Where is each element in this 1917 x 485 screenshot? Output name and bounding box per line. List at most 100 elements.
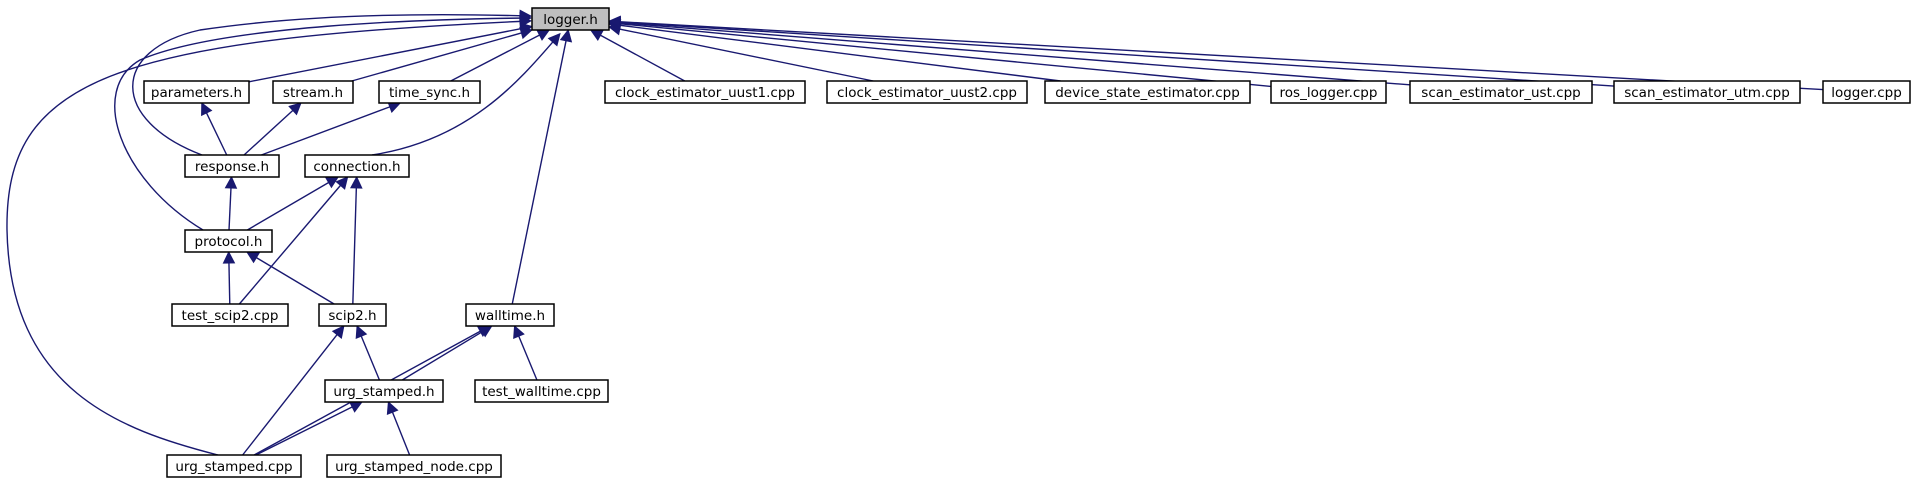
edge-line xyxy=(246,181,330,231)
edge-urg_stamped_h-to-walltime_h xyxy=(401,325,493,381)
arrowhead-icon xyxy=(245,251,261,264)
edge-scan_estimator_utm_cpp-to-logger_h xyxy=(607,15,1615,87)
edge-response_h-to-parameters_h xyxy=(201,101,228,156)
arrowhead-icon xyxy=(607,15,621,29)
edge-line xyxy=(511,39,567,305)
node-label: parameters.h xyxy=(151,85,242,101)
node-box xyxy=(184,154,280,178)
arrowhead-icon xyxy=(224,175,238,189)
node-scan-estimator-utm-cpp[interactable]: scan_estimator_utm.cpp xyxy=(1613,80,1801,104)
edge-response_h-to-time_sync_h xyxy=(261,101,402,156)
edge-line xyxy=(255,256,335,305)
edge-line xyxy=(228,186,232,231)
edge-line xyxy=(618,21,1615,87)
node-test-walltime-cpp[interactable]: test_walltime.cpp xyxy=(474,379,609,403)
node-label: urg_stamped_node.cpp xyxy=(335,459,493,475)
node-box xyxy=(184,229,273,253)
edge-line xyxy=(360,334,381,381)
node-box xyxy=(1044,80,1251,104)
edge-line xyxy=(351,31,523,82)
node-label: scip2.h xyxy=(328,308,376,324)
arrowhead-icon xyxy=(288,102,302,116)
node-box xyxy=(326,454,502,478)
edge-logger_cpp-to-logger_h xyxy=(607,15,1824,91)
node-test-scip2-cpp[interactable]: test_scip2.cpp xyxy=(171,303,289,327)
node-label: clock_estimator_uust2.cpp xyxy=(837,85,1017,101)
node-label: scan_estimator_utm.cpp xyxy=(1624,85,1790,101)
node-connection-h[interactable]: connection.h xyxy=(304,154,410,178)
node-stream-h[interactable]: stream.h xyxy=(272,80,354,104)
node-box xyxy=(166,454,302,478)
arrowhead-icon xyxy=(222,250,236,264)
edge-connection_h-to-logger_h xyxy=(371,32,561,156)
node-logger-cpp[interactable]: logger.cpp xyxy=(1822,80,1911,104)
node-box xyxy=(826,80,1028,104)
node-box xyxy=(143,80,250,104)
edge-protocol_h-to-response_h xyxy=(224,175,238,231)
edge-line xyxy=(618,22,1411,86)
node-label: connection.h xyxy=(313,159,400,175)
arrowhead-icon xyxy=(519,26,534,40)
edge-parameters_h-to-logger_h xyxy=(248,22,534,83)
node-device-state-estimator-cpp[interactable]: device_state_estimator.cpp xyxy=(1044,80,1251,104)
arrowhead-icon xyxy=(519,15,533,28)
node-box xyxy=(378,80,481,104)
node-parameters-h[interactable]: parameters.h xyxy=(143,80,250,104)
edge-test_scip2_cpp-to-connection_h xyxy=(238,176,349,305)
node-response-h[interactable]: response.h xyxy=(184,154,280,178)
edge-urg_stamped_cpp-to-logger_h xyxy=(6,15,533,456)
arrowhead-icon xyxy=(335,176,349,190)
node-protocol-h[interactable]: protocol.h xyxy=(184,229,273,253)
edge-line xyxy=(261,105,392,156)
node-scan-estimator-ust-cpp[interactable]: scan_estimator_ust.cpp xyxy=(1409,80,1593,104)
edge-line xyxy=(242,333,339,456)
edge-line xyxy=(517,334,538,381)
edge-clock_estimator_uust1_cpp-to-logger_h xyxy=(589,29,686,82)
node-label: urg_stamped.cpp xyxy=(175,459,292,475)
edge-line xyxy=(618,22,1272,88)
edge-line xyxy=(243,109,295,156)
edge-scip2_h-to-protocol_h xyxy=(245,251,335,305)
edge-time_sync_h-to-logger_h xyxy=(450,29,551,82)
node-walltime-h[interactable]: walltime.h xyxy=(465,303,555,327)
edge-line xyxy=(618,28,874,82)
arrowhead-icon xyxy=(513,324,525,340)
edge-line xyxy=(6,20,529,456)
node-box xyxy=(1270,80,1387,104)
edge-line xyxy=(248,27,523,83)
node-label: response.h xyxy=(195,159,269,175)
node-box xyxy=(465,303,555,327)
edge-protocol_h-to-logger_h xyxy=(114,11,533,231)
node-box xyxy=(1613,80,1801,104)
edge-line xyxy=(391,411,411,456)
node-urg-stamped-cpp[interactable]: urg_stamped.cpp xyxy=(166,454,302,478)
node-clock-estimator-uust1-cpp[interactable]: clock_estimator_uust1.cpp xyxy=(604,80,806,104)
node-label: test_scip2.cpp xyxy=(182,308,279,324)
edge-urg_stamped_cpp-to-urg_stamped_h xyxy=(255,401,364,456)
node-clock-estimator-uust2-cpp[interactable]: clock_estimator_uust2.cpp xyxy=(826,80,1028,104)
node-urg-stamped-node-cpp[interactable]: urg_stamped_node.cpp xyxy=(326,454,502,478)
node-logger-h[interactable]: logger.h xyxy=(531,7,610,31)
node-label: scan_estimator_ust.cpp xyxy=(1421,85,1580,101)
edge-line xyxy=(205,111,228,156)
node-ros-logger-cpp[interactable]: ros_logger.cpp xyxy=(1270,80,1387,104)
node-label: logger.h xyxy=(543,12,598,28)
node-box xyxy=(272,80,354,104)
edge-urg_stamped_node_cpp-to-urg_stamped_h xyxy=(386,400,411,456)
node-scip2-h[interactable]: scip2.h xyxy=(318,303,387,327)
node-urg-stamped-h[interactable]: urg_stamped.h xyxy=(324,379,444,403)
node-time-sync-h[interactable]: time_sync.h xyxy=(378,80,481,104)
node-box xyxy=(474,379,609,403)
node-label: ros_logger.cpp xyxy=(1280,85,1378,101)
arrowhead-icon xyxy=(350,175,363,189)
arrowhead-icon xyxy=(386,400,399,416)
edge-line xyxy=(371,35,559,156)
node-label: logger.cpp xyxy=(1831,85,1902,101)
edge-test_walltime_cpp-to-walltime_h xyxy=(513,324,538,381)
node-label: clock_estimator_uust1.cpp xyxy=(615,85,795,101)
node-box xyxy=(1409,80,1593,104)
node-box xyxy=(171,303,289,327)
node-label: device_state_estimator.cpp xyxy=(1055,85,1240,101)
